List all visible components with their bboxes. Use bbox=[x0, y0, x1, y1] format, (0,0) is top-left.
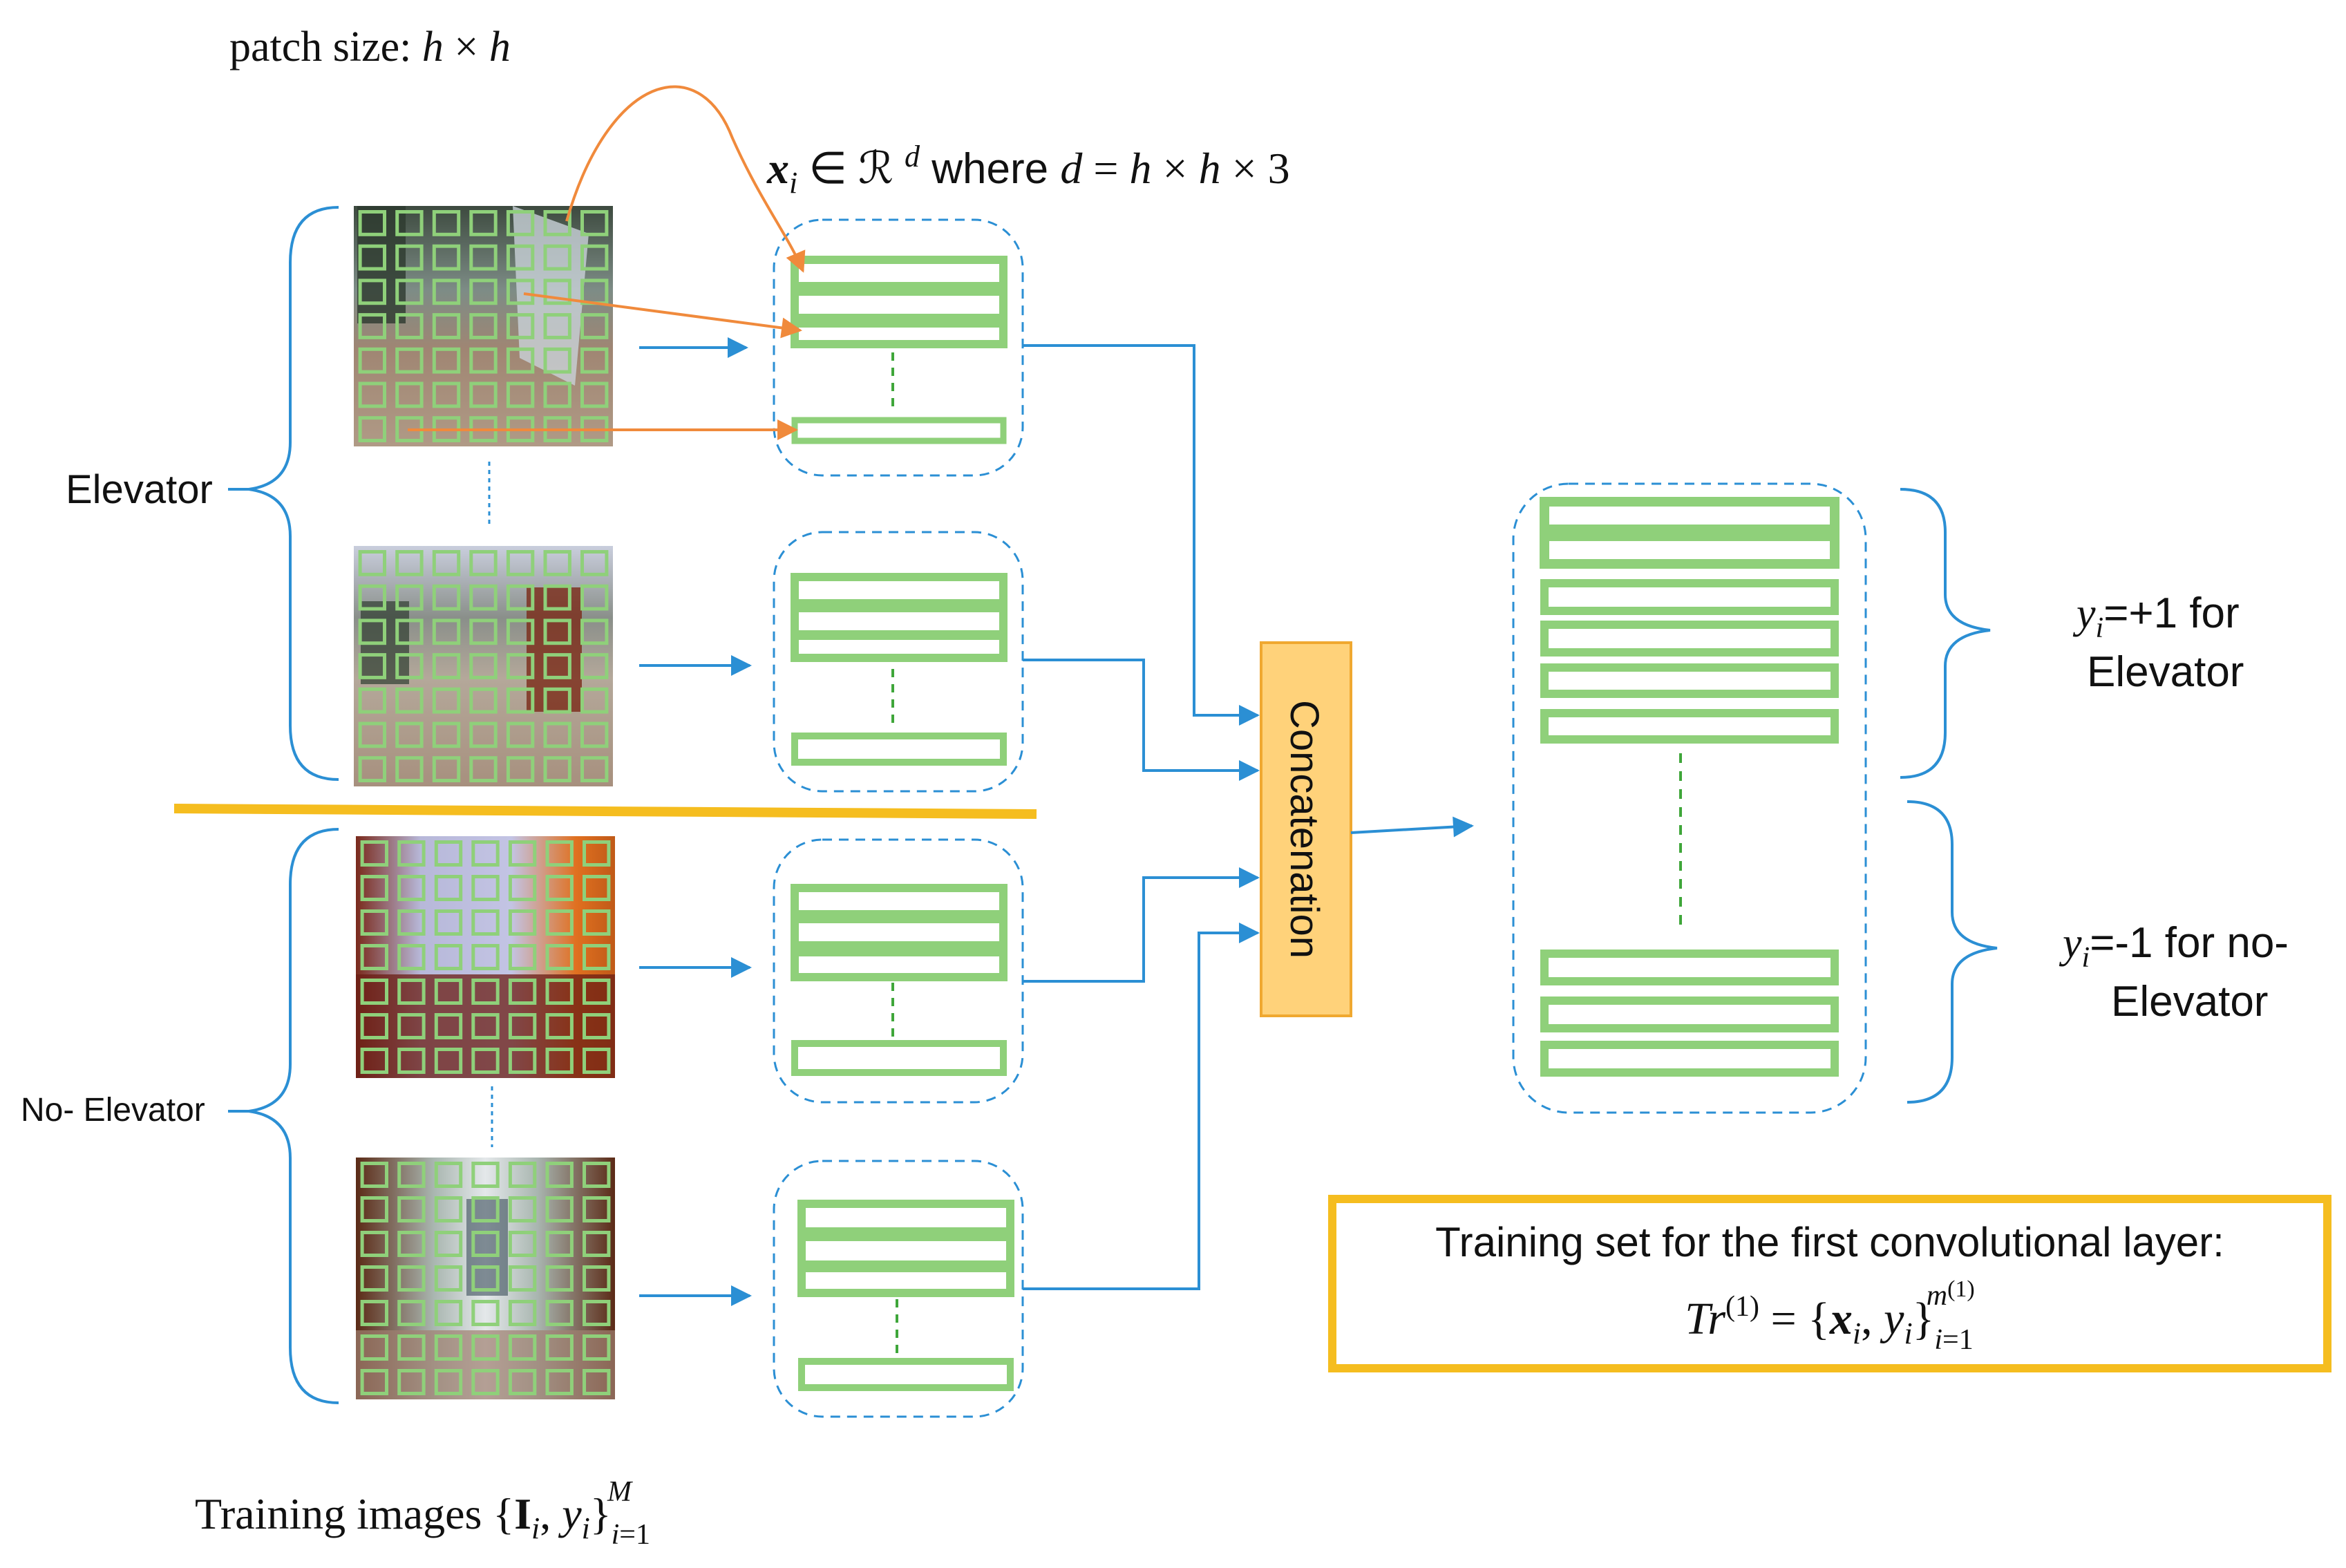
patch-vector-bar bbox=[791, 632, 1008, 662]
patch-vector-bar bbox=[791, 948, 1008, 981]
positive-brace bbox=[1900, 488, 1991, 779]
no-elevator-group-label: No- Elevator bbox=[21, 1092, 205, 1128]
output-vector-bar bbox=[1540, 1041, 1839, 1077]
training-image-4 bbox=[356, 1158, 615, 1399]
negative-label-line2: Elevator bbox=[2111, 978, 2268, 1026]
vector-to-concat-connectors bbox=[1023, 344, 1260, 1290]
patch-vector-bar bbox=[791, 319, 1008, 348]
orange-arrow-patch-1 bbox=[565, 85, 806, 273]
output-vector-bar bbox=[1540, 709, 1839, 744]
elevator-brace bbox=[248, 206, 339, 781]
training-image-1 bbox=[354, 206, 613, 446]
concatenation-label: Concatenation bbox=[1282, 700, 1327, 958]
patch-vector-bar bbox=[791, 573, 1008, 607]
patch-vector-group-3 bbox=[773, 838, 1024, 1104]
negative-brace bbox=[1907, 800, 1998, 1104]
patch-size-label: patch size: h × h bbox=[229, 23, 511, 70]
patch-vector-bar bbox=[791, 287, 1008, 322]
no-elevator-brace bbox=[248, 828, 339, 1404]
patch-vector-bar bbox=[798, 1358, 1014, 1391]
patch-vector-bar bbox=[791, 256, 1008, 290]
connector-2 bbox=[1023, 659, 1260, 781]
patch-vector-bar bbox=[791, 417, 1007, 444]
elevator-group-label: Elevator bbox=[66, 467, 213, 512]
vector-definition: xi ∈ ℛ d where d = h × h × 3 bbox=[766, 140, 1290, 200]
output-vector-bar bbox=[1540, 996, 1839, 1032]
output-vector-bar bbox=[1540, 950, 1839, 985]
output-vector-bar bbox=[1540, 621, 1839, 657]
positive-label-line2: Elevator bbox=[2087, 648, 2244, 696]
patch-vector-bar bbox=[797, 1233, 1014, 1269]
patch-vector-bar bbox=[791, 733, 1007, 766]
output-vector-bar bbox=[1540, 531, 1839, 569]
training-images-caption: Training images {Ii, yi}i=1M bbox=[195, 1476, 650, 1551]
patch-vector-group-4 bbox=[773, 1160, 1024, 1418]
negative-label-line1: yi=-1 for no- bbox=[2059, 919, 2289, 974]
patch-vector-bar bbox=[791, 1040, 1007, 1076]
output-vector-bar bbox=[1540, 497, 1839, 534]
patch-vector-groups bbox=[773, 218, 1024, 1418]
image-to-vector-arrows bbox=[639, 337, 752, 1306]
concat-to-output-arrow bbox=[1350, 816, 1474, 838]
training-image-3 bbox=[356, 836, 615, 1078]
patch-vector-group-2 bbox=[773, 531, 1024, 793]
training-set-box: Training set for the first convolutional… bbox=[1328, 1195, 2331, 1372]
connector-3 bbox=[1023, 867, 1260, 983]
training-image-2 bbox=[354, 546, 613, 786]
connector-1 bbox=[1023, 344, 1260, 726]
patch-vector-group-1 bbox=[773, 218, 1024, 477]
training-images bbox=[354, 206, 615, 1399]
patch-to-vector-arrows bbox=[408, 85, 806, 440]
patch-vector-bar bbox=[797, 1264, 1014, 1297]
output-vector-bar bbox=[1540, 663, 1839, 698]
class-divider bbox=[173, 804, 1037, 819]
connector-4 bbox=[1023, 923, 1260, 1290]
patch-vector-bar bbox=[791, 604, 1008, 639]
output-vector-group bbox=[1512, 482, 1867, 1114]
positive-label-line1: yi=+1 for bbox=[2072, 589, 2240, 644]
output-vector-bar bbox=[1540, 579, 1839, 615]
concatenation-box: Concatenation bbox=[1260, 641, 1352, 1017]
patch-vector-bar bbox=[791, 884, 1008, 918]
training-set-formula: Tr(1) = {xi, yi}i=1m(1) bbox=[1685, 1276, 1974, 1356]
patch-vector-bar bbox=[791, 915, 1008, 950]
training-set-caption: Training set for the first convolutional… bbox=[1435, 1219, 2224, 1265]
orange-arrow-patch-2 bbox=[523, 292, 802, 339]
patch-vector-bar bbox=[797, 1200, 1014, 1236]
